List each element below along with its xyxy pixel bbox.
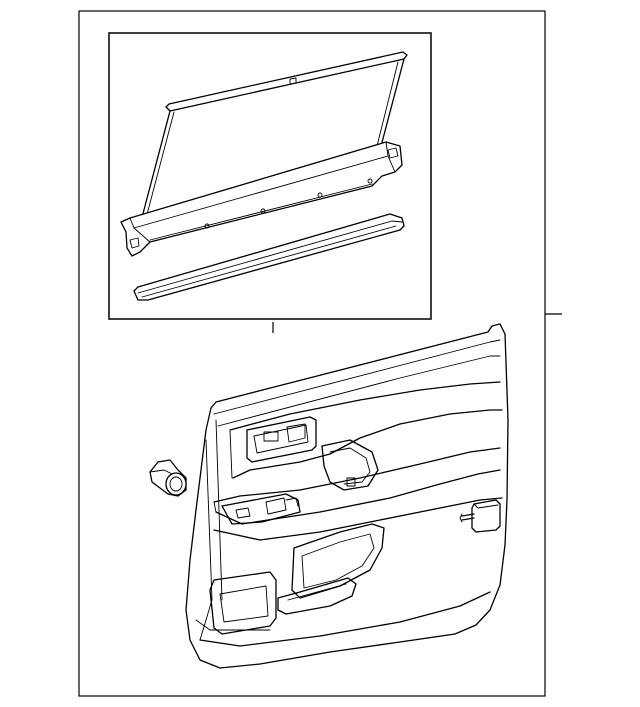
- sunshade-mounting-rail: [120, 141, 403, 257]
- belt-moulding-strip: [133, 213, 405, 301]
- grommet-clip: [149, 459, 187, 497]
- push-clip: [459, 499, 501, 533]
- sunshade-inset-box: [108, 32, 432, 320]
- assembly-frame: [78, 10, 546, 697]
- door-trim-panel: [185, 323, 509, 669]
